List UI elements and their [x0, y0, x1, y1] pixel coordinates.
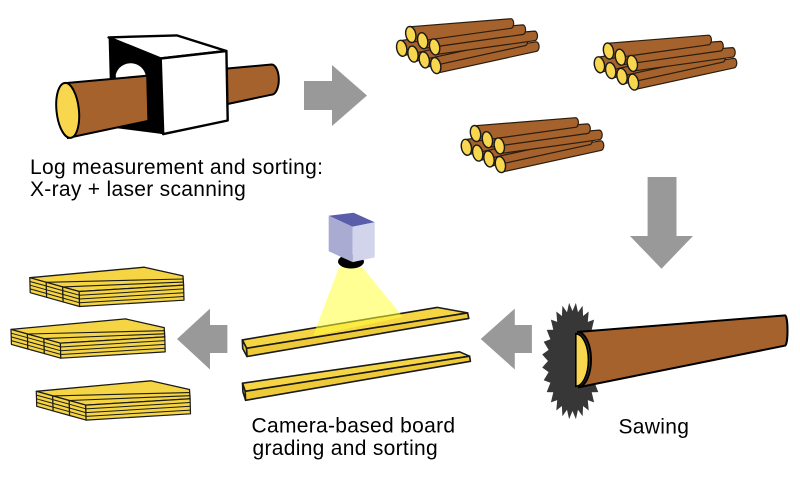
svg-text:X-ray + laser scanning: X-ray + laser scanning [30, 178, 246, 201]
svg-text:Log measurement and sorting:: Log measurement and sorting: [30, 156, 323, 179]
svg-text:grading and sorting: grading and sorting [253, 437, 439, 460]
svg-text:Sawing: Sawing [619, 416, 690, 439]
svg-text:Camera-based board: Camera-based board [252, 415, 456, 438]
